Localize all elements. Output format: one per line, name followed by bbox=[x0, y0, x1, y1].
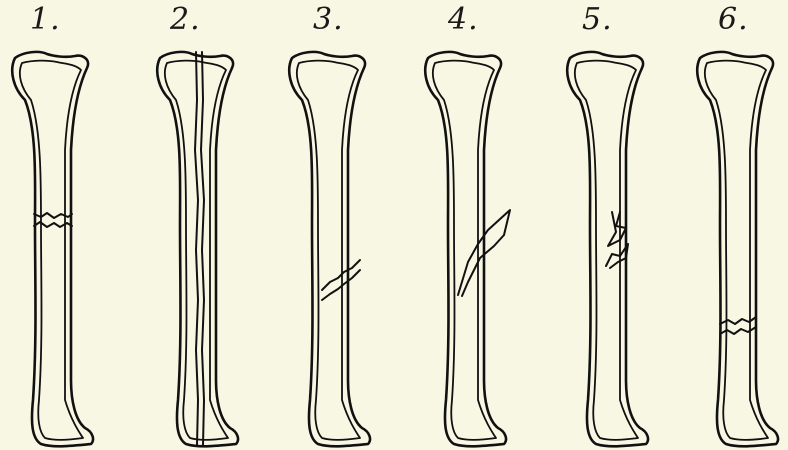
bone-2 bbox=[157, 52, 238, 446]
bone-6 bbox=[697, 52, 778, 446]
bone-1 bbox=[12, 52, 93, 446]
bone-4 bbox=[425, 52, 510, 446]
bone-5 bbox=[567, 52, 648, 446]
bone-3 bbox=[289, 52, 370, 446]
